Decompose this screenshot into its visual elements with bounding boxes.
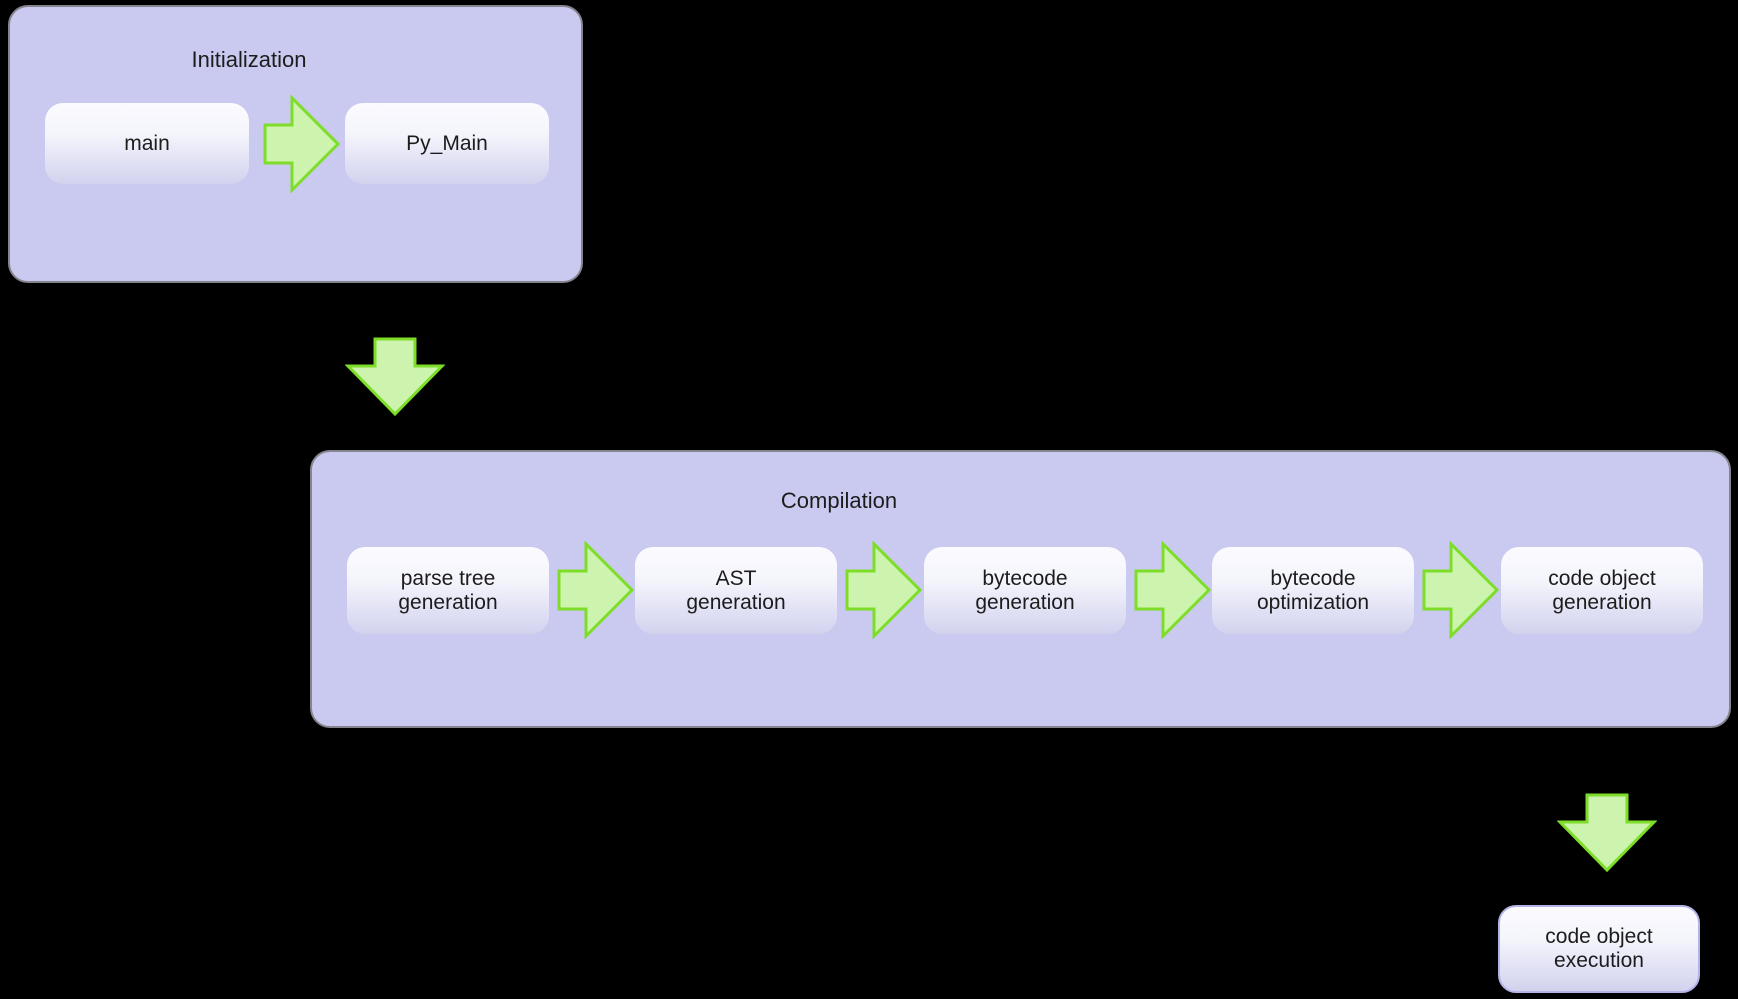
node-label-line: generation	[686, 590, 786, 614]
node-bytecode-optimization: bytecode optimization	[1212, 547, 1414, 634]
node-code-object-generation: code object generation	[1501, 547, 1703, 634]
node-py-main-label: Py_Main	[406, 131, 488, 155]
node-label-line: AST	[715, 566, 757, 590]
node-label-line: generation	[975, 590, 1075, 614]
node-label-line: parse tree	[400, 566, 496, 590]
node-main-label: main	[124, 131, 170, 155]
arrow-right-icon	[1422, 541, 1500, 639]
initialization-title: Initialization	[191, 47, 307, 72]
arrow-right-icon	[845, 541, 923, 639]
node-label-line: generation	[1552, 590, 1652, 614]
node-parse-tree-generation: parse tree generation	[347, 547, 549, 634]
arrow-down-icon	[1557, 793, 1657, 872]
arrow-right-icon	[263, 95, 341, 193]
node-code-object-execution: code object execution	[1498, 905, 1700, 993]
compilation-container: Compilation parse tree generation AST ge…	[310, 450, 1731, 728]
compilation-title: Compilation	[780, 488, 898, 513]
arrow-right-icon	[1134, 541, 1212, 639]
node-label-line: code object	[1548, 566, 1656, 590]
node-label-line: execution	[1554, 949, 1644, 972]
arrow-down-icon	[345, 337, 445, 416]
node-ast-generation: AST generation	[635, 547, 837, 634]
node-label-line: bytecode	[1270, 566, 1356, 590]
initialization-container: Initialization main Py_Main	[8, 5, 583, 283]
node-label-line: code object	[1545, 925, 1653, 948]
node-main: main	[45, 103, 249, 184]
node-label-line: optimization	[1256, 590, 1370, 614]
arrow-right-icon	[557, 541, 635, 639]
node-label-line: generation	[398, 590, 498, 614]
node-bytecode-generation: bytecode generation	[924, 547, 1126, 634]
node-py-main: Py_Main	[345, 103, 549, 184]
node-label-line: bytecode	[982, 566, 1068, 590]
